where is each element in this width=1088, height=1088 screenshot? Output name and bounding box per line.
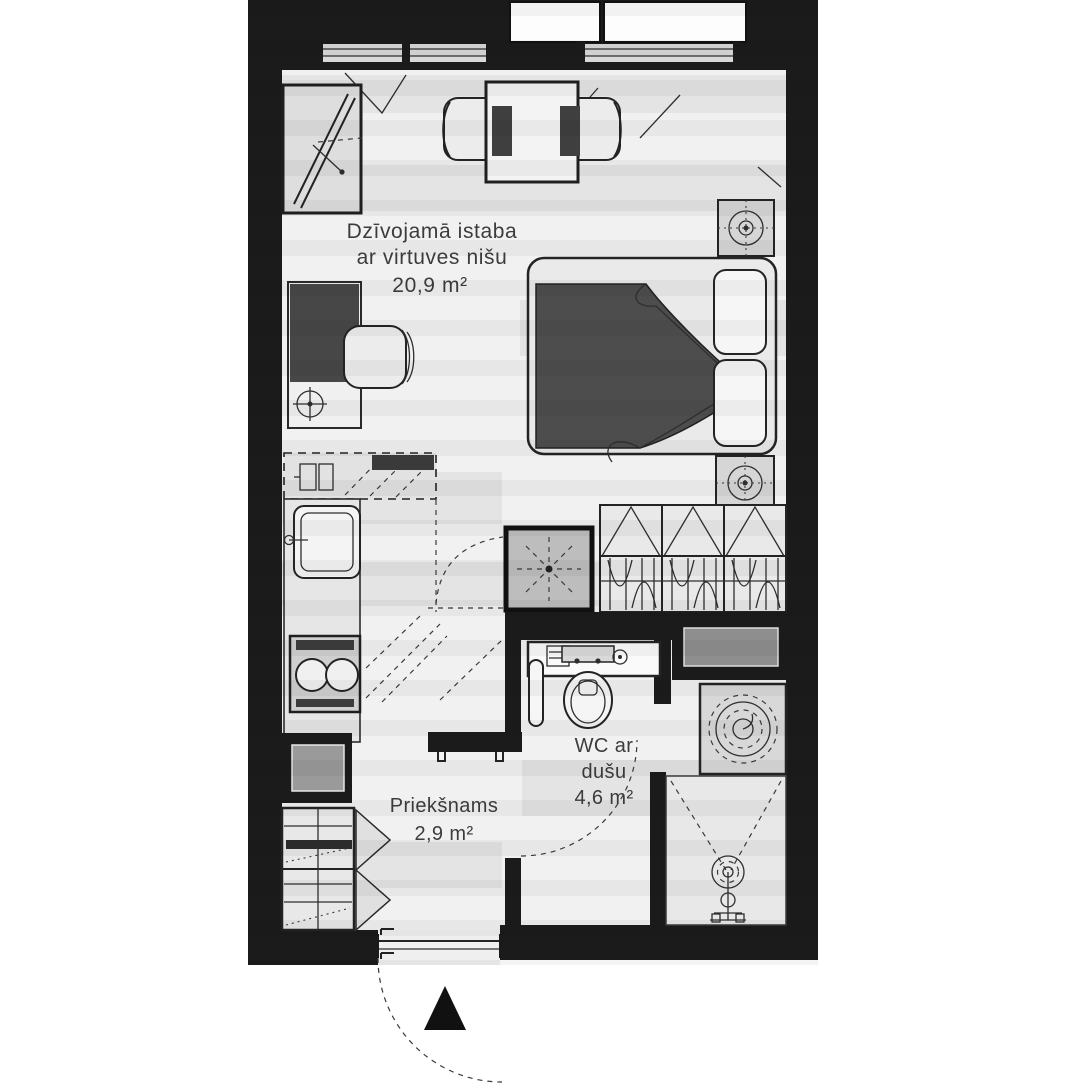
room-labels: Dzīvojamā istaba ar virtuves nišu 20,9 m… [347, 220, 634, 845]
door-jamb-mark [495, 752, 504, 762]
duvet-corner [607, 441, 641, 463]
fan-icon [517, 537, 581, 601]
living-room-label-line1: Dzīvojamā istaba [347, 220, 518, 243]
kitchen-sink [283, 505, 361, 579]
entrance-door [370, 928, 508, 1083]
living-room-label-line2: ar virtuves nišu [357, 246, 508, 269]
entrance-arrow-icon [424, 986, 466, 1030]
cabinet-door-swing [355, 868, 392, 932]
window-right [577, 42, 741, 64]
window-jamb-mark [315, 42, 323, 64]
lamp-icon [742, 480, 748, 486]
wc-label-line2: dušu [582, 761, 627, 783]
shoe-cabinet [280, 806, 392, 932]
washing-machine [698, 682, 788, 776]
towel-rail [528, 659, 544, 727]
window-jamb-mark [733, 42, 741, 64]
chair-back [442, 101, 451, 158]
mirror-shelf [683, 627, 779, 667]
dining-set [442, 80, 622, 184]
burner [325, 658, 359, 692]
shower-mixer-icon [710, 872, 746, 923]
cabinet-door-swing [355, 808, 392, 872]
fridge-icon [294, 463, 334, 491]
hob [288, 634, 362, 714]
floor-lamp-icon [293, 387, 327, 421]
window-jamb-mark [402, 42, 410, 64]
chair-back [613, 101, 622, 158]
wc-door-swing [520, 739, 638, 857]
shower [665, 775, 787, 926]
kitchen-niche [283, 452, 505, 743]
burner [295, 658, 329, 692]
wc-fixtures [526, 640, 788, 776]
electrical-panel [291, 744, 345, 792]
facade-sill-boxes [509, 1, 747, 43]
threshold-mark [380, 952, 394, 959]
living-room-area: 20,9 m² [392, 274, 467, 297]
ventilation-shaft [503, 525, 595, 613]
reading-corner [287, 281, 415, 429]
hall-area: 2,9 m² [414, 823, 473, 845]
pillow [713, 359, 767, 447]
placemat [492, 106, 512, 156]
duct-line [435, 536, 504, 605]
door-jamb-mark [437, 752, 446, 762]
wc-area: 4,6 m² [574, 787, 633, 809]
tv-unit [281, 83, 363, 215]
toilet [561, 645, 615, 729]
bed [526, 256, 778, 463]
armchair [343, 325, 415, 389]
partition-walls [248, 612, 786, 932]
nightstand-top [717, 199, 775, 257]
wc-label-line1: WC ar [575, 735, 634, 757]
window-jamb-mark [577, 42, 585, 64]
wardrobe [599, 504, 787, 613]
duvet-fold [635, 283, 745, 389]
pillow [713, 269, 767, 355]
threshold-mark [380, 928, 394, 935]
hall-label: Priekšnams [390, 795, 498, 817]
nightstand-bottom [715, 455, 775, 511]
window-left [315, 42, 494, 64]
window-jamb-mark [486, 42, 494, 64]
drain-valve-icon [612, 649, 628, 665]
lamp-icon [743, 225, 749, 231]
placemat [560, 106, 580, 156]
hanger-lines [607, 558, 781, 610]
